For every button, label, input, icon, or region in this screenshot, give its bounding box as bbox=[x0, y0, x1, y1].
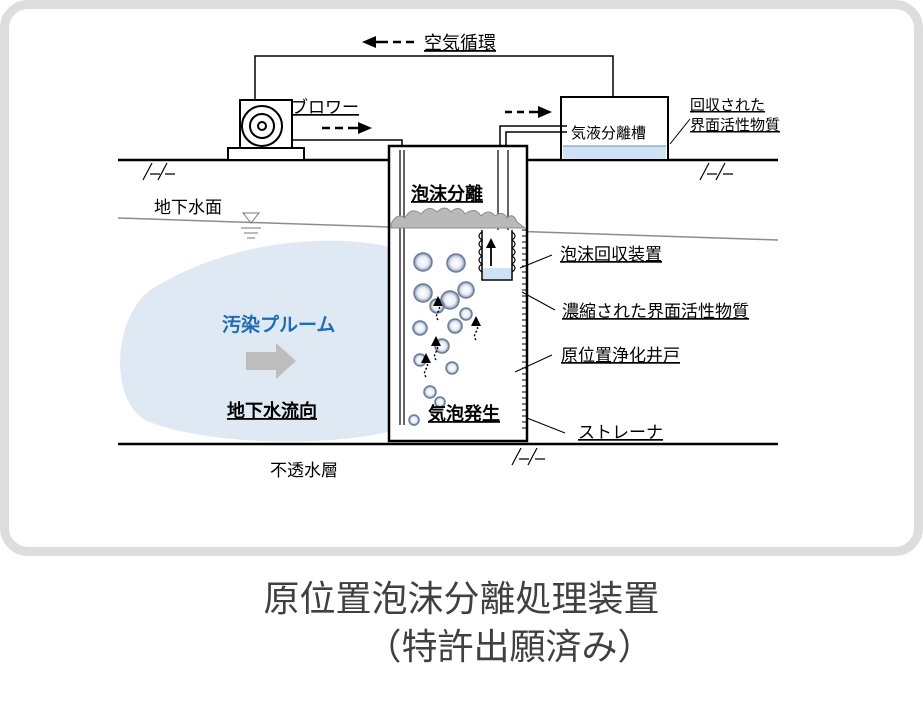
caption-title: 原位置泡沫分離処理装置 bbox=[263, 579, 660, 620]
recovered-surfactant-label-line2: 界面活性物質 bbox=[690, 116, 780, 134]
bubble bbox=[457, 281, 475, 299]
bubble-generation-label: 気泡発生 bbox=[428, 403, 500, 425]
foam-collector-device bbox=[478, 230, 516, 281]
collector-to-separator-pipe bbox=[499, 125, 567, 148]
bubble bbox=[459, 307, 473, 321]
concentrated-surfactant-label: 濃縮された界面活性物質 bbox=[562, 302, 749, 322]
gas-liquid-separator-label: 気液分離槽 bbox=[571, 124, 646, 142]
water-level-icon bbox=[241, 212, 261, 239]
bubble bbox=[445, 361, 459, 375]
bubble bbox=[413, 252, 433, 272]
foam-separation-diagram: 空気循環 ブロワー 気液分離槽 回収された 界面活性物質 地下水面 泡沫分離 泡… bbox=[117, 33, 780, 481]
air-circulation-arrow bbox=[362, 36, 414, 48]
bubble bbox=[408, 414, 420, 426]
bubbles-group bbox=[408, 252, 475, 426]
bubble-rise-arrow-shaft bbox=[473, 323, 479, 341]
bubble bbox=[413, 283, 433, 303]
bubble-rise-arrow-shaft bbox=[435, 303, 441, 321]
strainer-label: ストレーナ bbox=[578, 423, 663, 443]
bubble-rise-arrow-head bbox=[421, 353, 431, 363]
blower-label: ブロワー bbox=[291, 97, 359, 118]
bubble bbox=[446, 253, 466, 273]
bubble bbox=[412, 320, 428, 336]
caption-subtitle: （特許出願済み） bbox=[365, 627, 654, 668]
groundwater-flow-label: 地下水流向 bbox=[227, 400, 317, 422]
blower-outlet-pipe bbox=[292, 139, 403, 150]
bubble bbox=[434, 396, 446, 408]
bubble-rise-arrows bbox=[421, 296, 481, 378]
ground-hatch-marks bbox=[142, 162, 733, 466]
impermeable-layer-label: 不透水層 bbox=[270, 461, 338, 481]
groundwater-surface-label: 地下水面 bbox=[154, 198, 222, 218]
foam-collector-label: 泡沫回収装置 bbox=[560, 245, 662, 265]
contamination-plume-label: 汚染プルーム bbox=[222, 313, 335, 336]
groundwater-flow-arrow bbox=[246, 343, 296, 379]
bubble-rise-arrow-shaft bbox=[433, 343, 439, 361]
air-circulation-pipe bbox=[254, 55, 614, 100]
recovered-surfactant-label-line1: 回収された bbox=[690, 96, 765, 114]
bubble-rise-arrow-head bbox=[431, 336, 441, 346]
bubble-rise-arrow-shaft bbox=[423, 360, 429, 378]
bubble-rise-arrow-head bbox=[433, 296, 443, 306]
strainer-ticks bbox=[522, 229, 527, 429]
in-situ-well-label: 原位置浄化井戸 bbox=[561, 346, 680, 366]
bubble-rise-arrow-head bbox=[471, 316, 481, 326]
blower-icon bbox=[227, 99, 305, 161]
separator-inflow-arrow bbox=[505, 106, 552, 118]
foam-layer bbox=[390, 207, 527, 229]
bubble bbox=[423, 385, 437, 399]
gas-liquid-separator-tank bbox=[560, 96, 669, 161]
foam-separation-label: 泡沫分離 bbox=[411, 183, 483, 205]
leader-lines bbox=[514, 118, 691, 434]
air-circulation-label: 空気循環 bbox=[424, 33, 496, 54]
contamination-plume-shape bbox=[120, 240, 396, 442]
bubble bbox=[447, 318, 463, 334]
blower-flow-arrow bbox=[322, 122, 372, 134]
